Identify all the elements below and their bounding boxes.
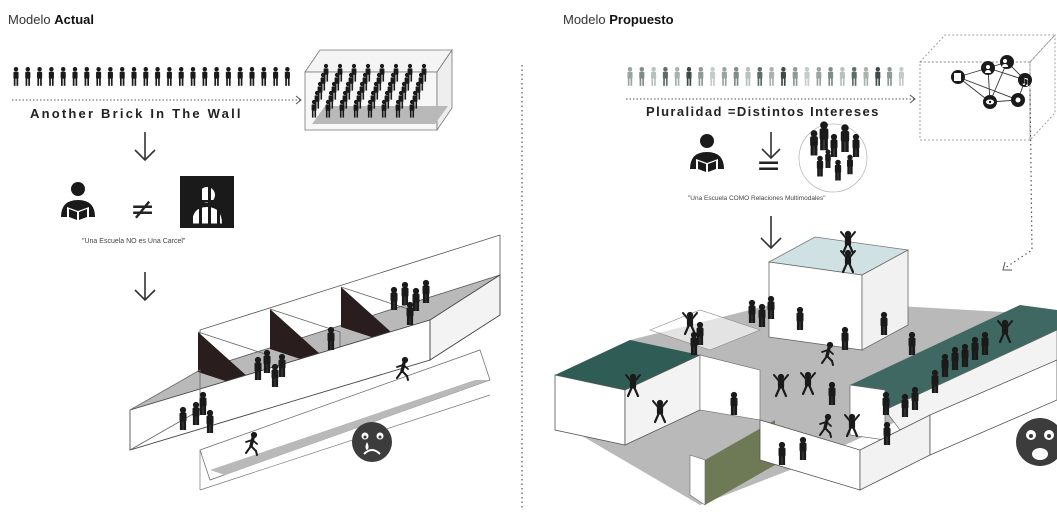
person-figure [875, 67, 881, 86]
person-figure [237, 67, 243, 86]
person-figure [839, 67, 845, 86]
left-title-prefix: Modelo [8, 12, 51, 27]
dotted-arrow-right [626, 94, 916, 104]
not-equal-symbol: ≠ [130, 192, 155, 227]
person-figure [178, 67, 184, 86]
diverse-crowd-row [627, 67, 904, 86]
person-figure [261, 67, 267, 86]
reading-student-icon [61, 182, 95, 222]
person-figure [225, 67, 231, 86]
person-figure [249, 67, 255, 86]
down-arrow-2 [760, 216, 782, 250]
person-figure [828, 67, 834, 86]
multimodal-network-icon: ♫ [919, 33, 1056, 142]
down-arrow-1 [761, 132, 781, 160]
person-figure [686, 67, 692, 86]
person-figure [830, 133, 838, 157]
person-figure [143, 67, 149, 86]
person-figure [214, 67, 220, 86]
crowd-box [304, 48, 453, 132]
happy-surprised-face-icon [1016, 418, 1057, 466]
person-figure [840, 124, 850, 152]
person-figure [72, 67, 78, 86]
person-figure [710, 67, 716, 86]
person-figure [190, 67, 196, 86]
prisoner-behind-bars-icon [180, 176, 234, 228]
crying-face-icon [352, 422, 392, 462]
person-figure [847, 154, 853, 175]
person-figure [698, 67, 704, 86]
right-panel-title: Modelo Propuesto [563, 12, 674, 27]
person-figure [721, 67, 727, 86]
reading-student-icon [690, 134, 724, 174]
person-figure [819, 121, 829, 151]
person-figure [166, 67, 172, 86]
person-figure [816, 155, 824, 177]
person-figure [202, 67, 208, 86]
person-figure [48, 67, 54, 86]
uniform-crowd-row [13, 67, 290, 86]
svg-text:♫: ♫ [1021, 77, 1030, 88]
left-slogan: Another Brick In The Wall [30, 106, 243, 121]
person-figure [804, 67, 810, 86]
person-figure [651, 67, 657, 86]
right-panel: ♫ = [554, 33, 1057, 506]
person-figure [662, 67, 668, 86]
person-figure [37, 67, 43, 86]
person-figure [206, 409, 214, 433]
person-figure [887, 67, 893, 86]
person-figure [131, 67, 137, 86]
right-caption: "Una Escuela COMO Relaciones Multimodale… [688, 195, 826, 202]
person-figure [107, 67, 113, 86]
equal-symbol: = [756, 148, 781, 183]
proposed-school-building [554, 230, 1057, 506]
person-figure [780, 67, 786, 86]
person-figure [733, 67, 739, 86]
dotted-feedback-arrow [1004, 89, 1033, 269]
left-caption: "Una Escuela NO es Una Carcel" [82, 238, 186, 245]
person-figure [851, 67, 857, 86]
diverse-people-group-icon [798, 121, 868, 193]
person-figure [852, 133, 860, 157]
person-figure [96, 67, 102, 86]
person-figure [863, 67, 869, 86]
person-figure [13, 67, 19, 86]
person-figure [273, 67, 279, 86]
person-figure [119, 67, 125, 86]
right-title-prefix: Modelo [563, 12, 606, 27]
person-figure [639, 67, 645, 86]
person-figure [757, 67, 763, 86]
person-figure [627, 67, 633, 86]
person-figure [792, 67, 798, 86]
person-figure [25, 67, 31, 86]
person-figure [155, 67, 161, 86]
left-title-bold: Actual [54, 12, 94, 27]
right-title-bold: Propuesto [609, 12, 674, 27]
person-figure [810, 130, 818, 156]
person-figure [898, 67, 904, 86]
person-figure [769, 67, 775, 86]
left-panel: ≠ [12, 48, 501, 491]
person-figure [816, 67, 822, 86]
dotted-arrow-right [12, 95, 302, 105]
left-panel-title: Modelo Actual [8, 12, 94, 27]
current-school-building [129, 234, 501, 491]
person-figure [745, 67, 751, 86]
person-figure [84, 67, 90, 86]
person-figure [60, 67, 66, 86]
right-slogan: Pluralidad =Distintos Intereses [646, 104, 880, 119]
person-figure [284, 67, 290, 86]
person-figure [674, 67, 680, 86]
person-figure [834, 159, 842, 181]
down-arrow-2 [134, 272, 156, 302]
person-figure [825, 149, 831, 169]
down-arrow-1 [134, 132, 156, 162]
